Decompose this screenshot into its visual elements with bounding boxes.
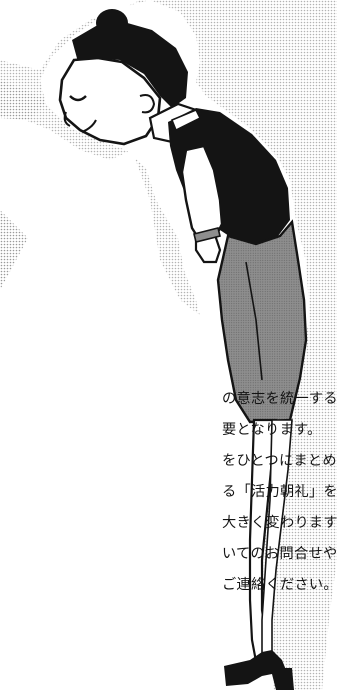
text-line-2: 要となります。 [222, 422, 322, 438]
hair [72, 22, 188, 108]
ear [139, 94, 156, 114]
text-line-1: の意志を統一する [222, 391, 337, 407]
smile [81, 119, 97, 133]
collar-stripe [171, 109, 202, 132]
skirt-fold [245, 261, 263, 381]
text-line-3: をひとつにまとめ、 [222, 453, 337, 469]
text-line-7: ご連絡ください。 [222, 577, 337, 593]
shoe-heel [284, 668, 294, 690]
leg-front [261, 419, 293, 663]
face [58, 56, 162, 146]
body-text: の意志を統一する 要となります。 をひとつにまとめ、 る「活力朝礼」を推奨 大き… [222, 384, 337, 601]
closed-eye [69, 95, 87, 102]
skirt [216, 219, 308, 424]
text-line-5: 大きく変わります。 [222, 515, 337, 531]
text-line-6: いてのお問合せや [222, 546, 337, 562]
nose [63, 111, 71, 127]
shoe [224, 650, 290, 690]
bracelet [193, 227, 221, 243]
text-line-4: る「活力朝礼」を推奨 [222, 484, 337, 500]
halftone-wedge-top [0, 80, 48, 120]
halftone-wedge-bottom [0, 210, 28, 290]
